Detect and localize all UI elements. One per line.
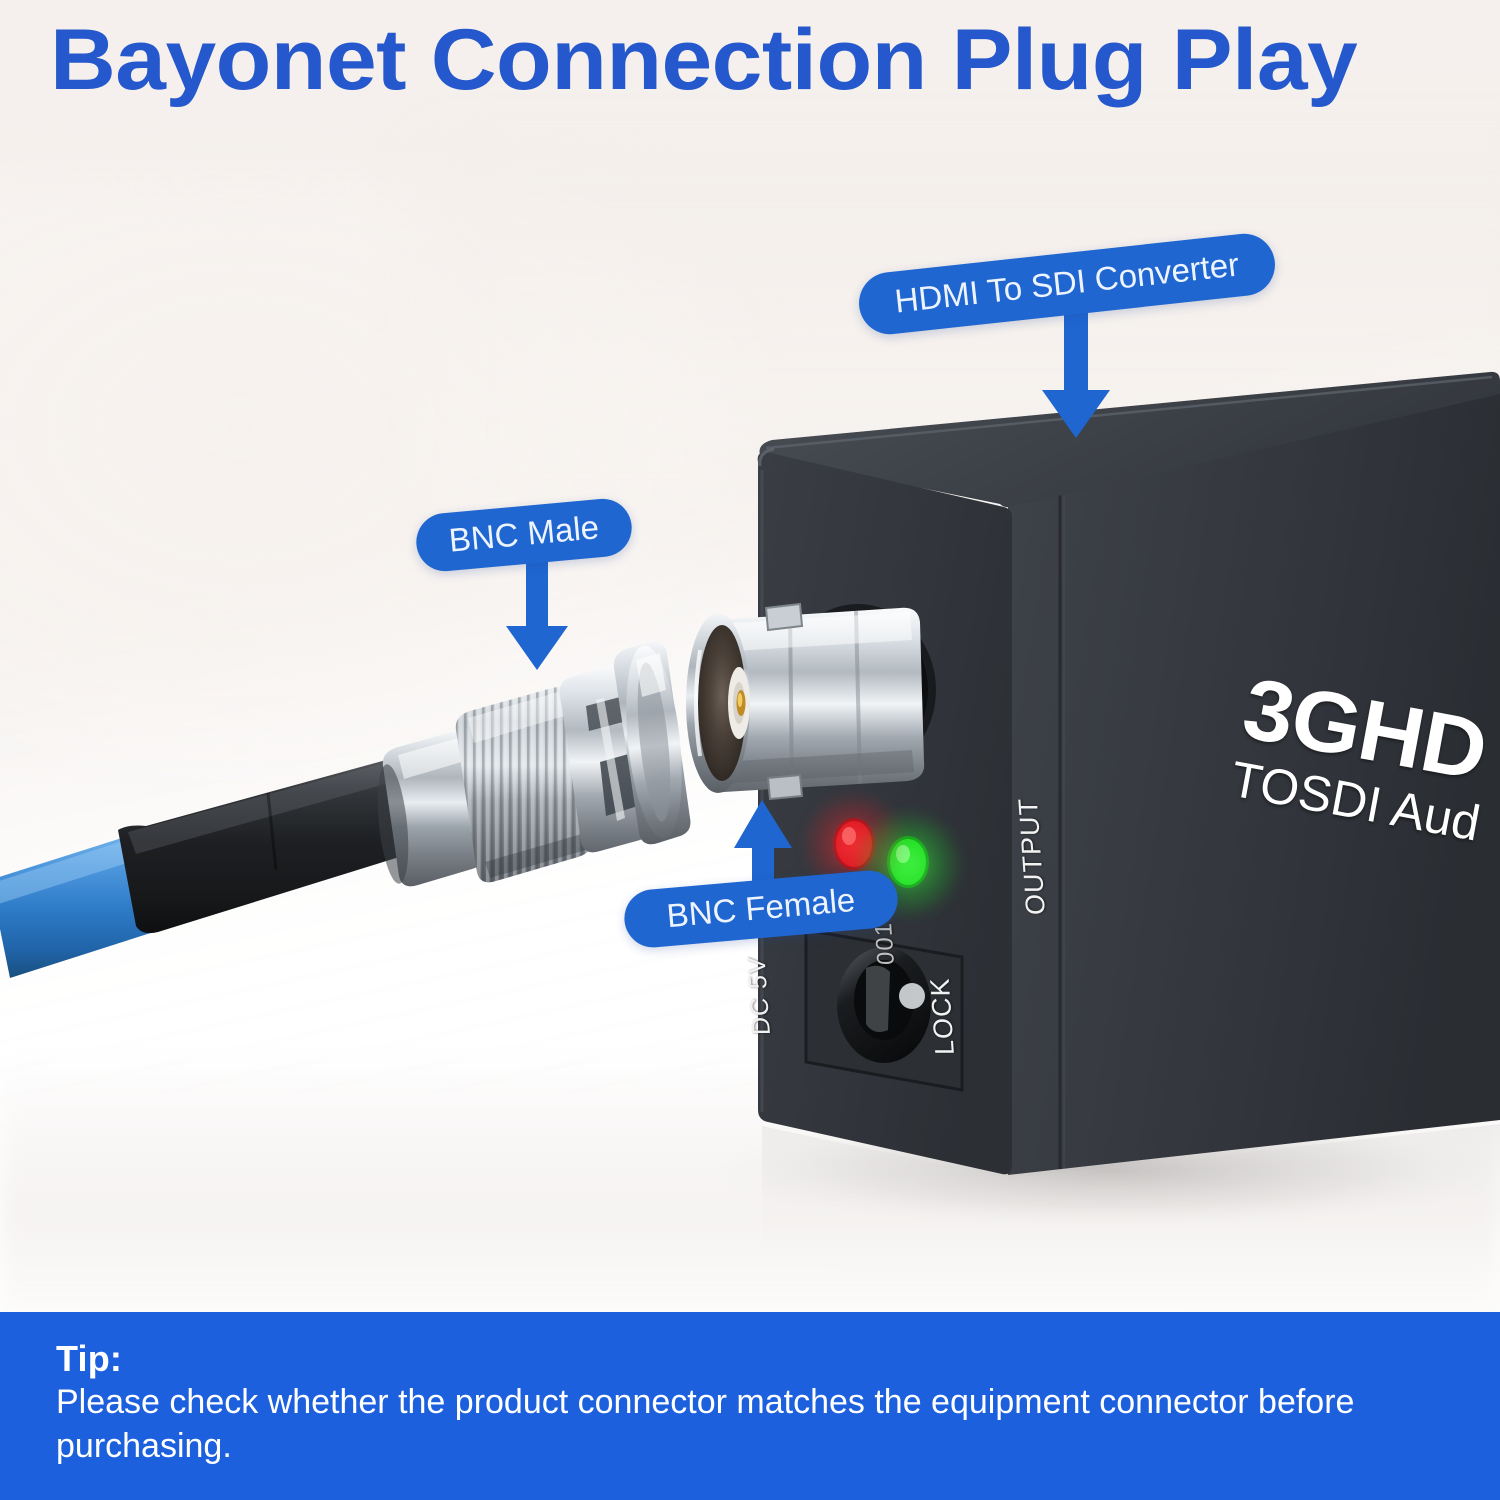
bnc-female-arrow xyxy=(726,800,816,912)
cable-boot-seam xyxy=(266,792,278,871)
cable-boot xyxy=(118,759,410,934)
bnc-male-knurl-specular xyxy=(468,692,564,743)
bnc-male-arrow xyxy=(498,560,598,675)
cable-boot-highlight xyxy=(128,762,392,854)
bnc-female-specular xyxy=(716,612,912,652)
bnc-male-knurl-shade xyxy=(485,833,589,878)
bnc-male-ferrule-inner-shadow xyxy=(377,764,409,884)
device-top-face xyxy=(759,371,1500,508)
bnc-female-body xyxy=(699,607,925,793)
bnc-female-bore xyxy=(698,625,746,781)
hdmi-to-sdi-arrow xyxy=(1030,312,1140,442)
bnc-male-knurl-texture xyxy=(455,687,592,883)
page-title: Bayonet Connection Plug Play xyxy=(50,12,1358,108)
bnc-male-collar-inner xyxy=(637,662,671,822)
tip-banner: Tip: Please check whether the product co… xyxy=(0,1312,1500,1500)
tip-heading: Tip: xyxy=(56,1338,123,1379)
dc-jack-pin-highlight xyxy=(899,983,925,1009)
device-top-edge-highlight xyxy=(765,375,1493,450)
device-corner-highlight xyxy=(758,447,775,467)
bnc-female-pin-bottom xyxy=(766,773,804,801)
bnc-female-rim-highlight xyxy=(694,649,702,757)
bnc-female-center-pin-highlight xyxy=(737,693,743,707)
cable-jacket-highlight xyxy=(0,840,133,904)
device-reflection xyxy=(762,1124,1500,1300)
bnc-male-collar-specular xyxy=(636,653,666,697)
tip-body: Please check whether the product connect… xyxy=(56,1383,1355,1465)
bnc-male-ferrule-specular xyxy=(398,737,468,779)
device-right-face xyxy=(1008,392,1500,1175)
dc-jack-specular xyxy=(866,965,890,1032)
bnc-female-pin-top xyxy=(764,602,804,632)
bnc-male-slot-edge xyxy=(596,698,625,821)
bnc-female-shade xyxy=(720,750,914,784)
cable-jacket xyxy=(0,836,160,978)
